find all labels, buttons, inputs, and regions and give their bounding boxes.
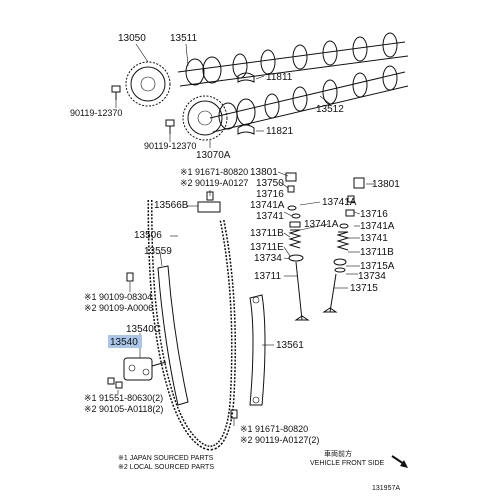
label-13050: 13050: [118, 33, 146, 44]
label-13734-left: 13734: [254, 253, 282, 264]
timing-chain-13506: [147, 199, 237, 451]
label-13511: 13511: [170, 33, 198, 44]
label-13566B: 13566B: [154, 200, 189, 211]
label-91551-80630: ※1 91551-80630(2): [84, 393, 163, 403]
label-90119-12370-b: 90119-12370: [144, 141, 196, 151]
label-13750: 13750: [256, 178, 284, 189]
bearing-11811: [237, 72, 255, 83]
label-13801-left: 13801: [250, 167, 278, 178]
bolt-91551-b: [115, 381, 123, 389]
label-13716-right: 13716: [360, 209, 388, 220]
label-90105-A0118: ※2 90105-A0118(2): [84, 404, 163, 414]
label-13716-left: 13716: [256, 189, 284, 200]
bolt-90109: [126, 272, 134, 282]
label-91671-80820-top: ※1 91671-80820: [180, 167, 248, 177]
part-labels: 13050 13511 11811 13512 90119-12370 9011…: [70, 33, 400, 445]
label-13561: 13561: [276, 340, 304, 351]
label-90119-12370-a: 90119-12370: [70, 108, 122, 118]
bolt-91551-a: [107, 377, 115, 385]
label-13559: 13559: [144, 246, 172, 257]
chain-guide-13566B: [197, 201, 221, 213]
label-13711B-left: 13711B: [250, 228, 284, 239]
label-13741A-right: 13741A: [360, 221, 395, 232]
label-13741-right: 13741: [360, 233, 388, 244]
diagram-id: 131957A: [372, 485, 400, 492]
label-11811: 11811: [266, 72, 293, 83]
front-label-jp: 車両前方: [324, 449, 352, 458]
label-13715A: 13715A: [360, 261, 395, 272]
label-13734-right: 13734: [358, 271, 386, 282]
label-91671-80820-bot: ※1 91671-80820: [240, 424, 308, 434]
cam-sprocket-13050: [125, 61, 171, 107]
chain-tensioner-13540: [123, 357, 167, 381]
label-13715: 13715: [350, 283, 378, 294]
label-13741-left: 13741: [256, 211, 284, 222]
chain-guide-13559: [157, 265, 189, 406]
label-90109-A0006: ※2 90109-A0006: [84, 303, 153, 313]
label-13741A-right-0: 13741A: [304, 219, 339, 230]
label-13711: 13711: [254, 271, 282, 282]
leader-lines: [115, 43, 374, 426]
bolt-90119-12370-b: [165, 119, 175, 134]
valve-train-right: [322, 177, 365, 313]
label-13801-right: 13801: [372, 179, 400, 190]
bearing-11821: [237, 124, 255, 135]
label-13741A-left-2: 13741A: [250, 200, 285, 211]
label-13512: 13512: [316, 104, 344, 115]
label-13070A: 13070A: [196, 150, 231, 161]
label-11821: 11821: [266, 126, 294, 137]
label-90109-08304: ※1 90109-08304: [84, 292, 152, 302]
label-13540: 13540: [110, 337, 138, 348]
note-local-sourced: ※2 LOCAL SOURCED PARTS: [118, 464, 214, 471]
note-japan-sourced: ※1 JAPAN SOURCED PARTS: [118, 455, 214, 462]
label-90119-A0127-top: ※2 90119-A0127: [180, 178, 248, 188]
camshaft-lower: [209, 65, 409, 133]
cam-sprocket-13070A: [182, 95, 228, 141]
label-13711B-right: 13711B: [360, 247, 394, 258]
chain-damper-13561: [249, 294, 266, 406]
camshaft-upper: [177, 32, 409, 87]
label-90119-A0127-bot: ※2 90119-A0127(2): [240, 435, 319, 445]
bolt-90119-12370-a: [111, 85, 121, 100]
label-13506: 13506: [134, 230, 162, 241]
label-13741A-left-1: 13741A: [322, 197, 357, 208]
highlight-13540: [108, 335, 142, 348]
front-label-en: VEHICLE FRONT SIDE: [310, 460, 384, 467]
valve-train-left: [285, 172, 310, 321]
label-13711E: 13711E: [250, 242, 284, 253]
label-13540C: 13540C: [126, 324, 161, 335]
front-arrow-icon: [391, 455, 408, 468]
